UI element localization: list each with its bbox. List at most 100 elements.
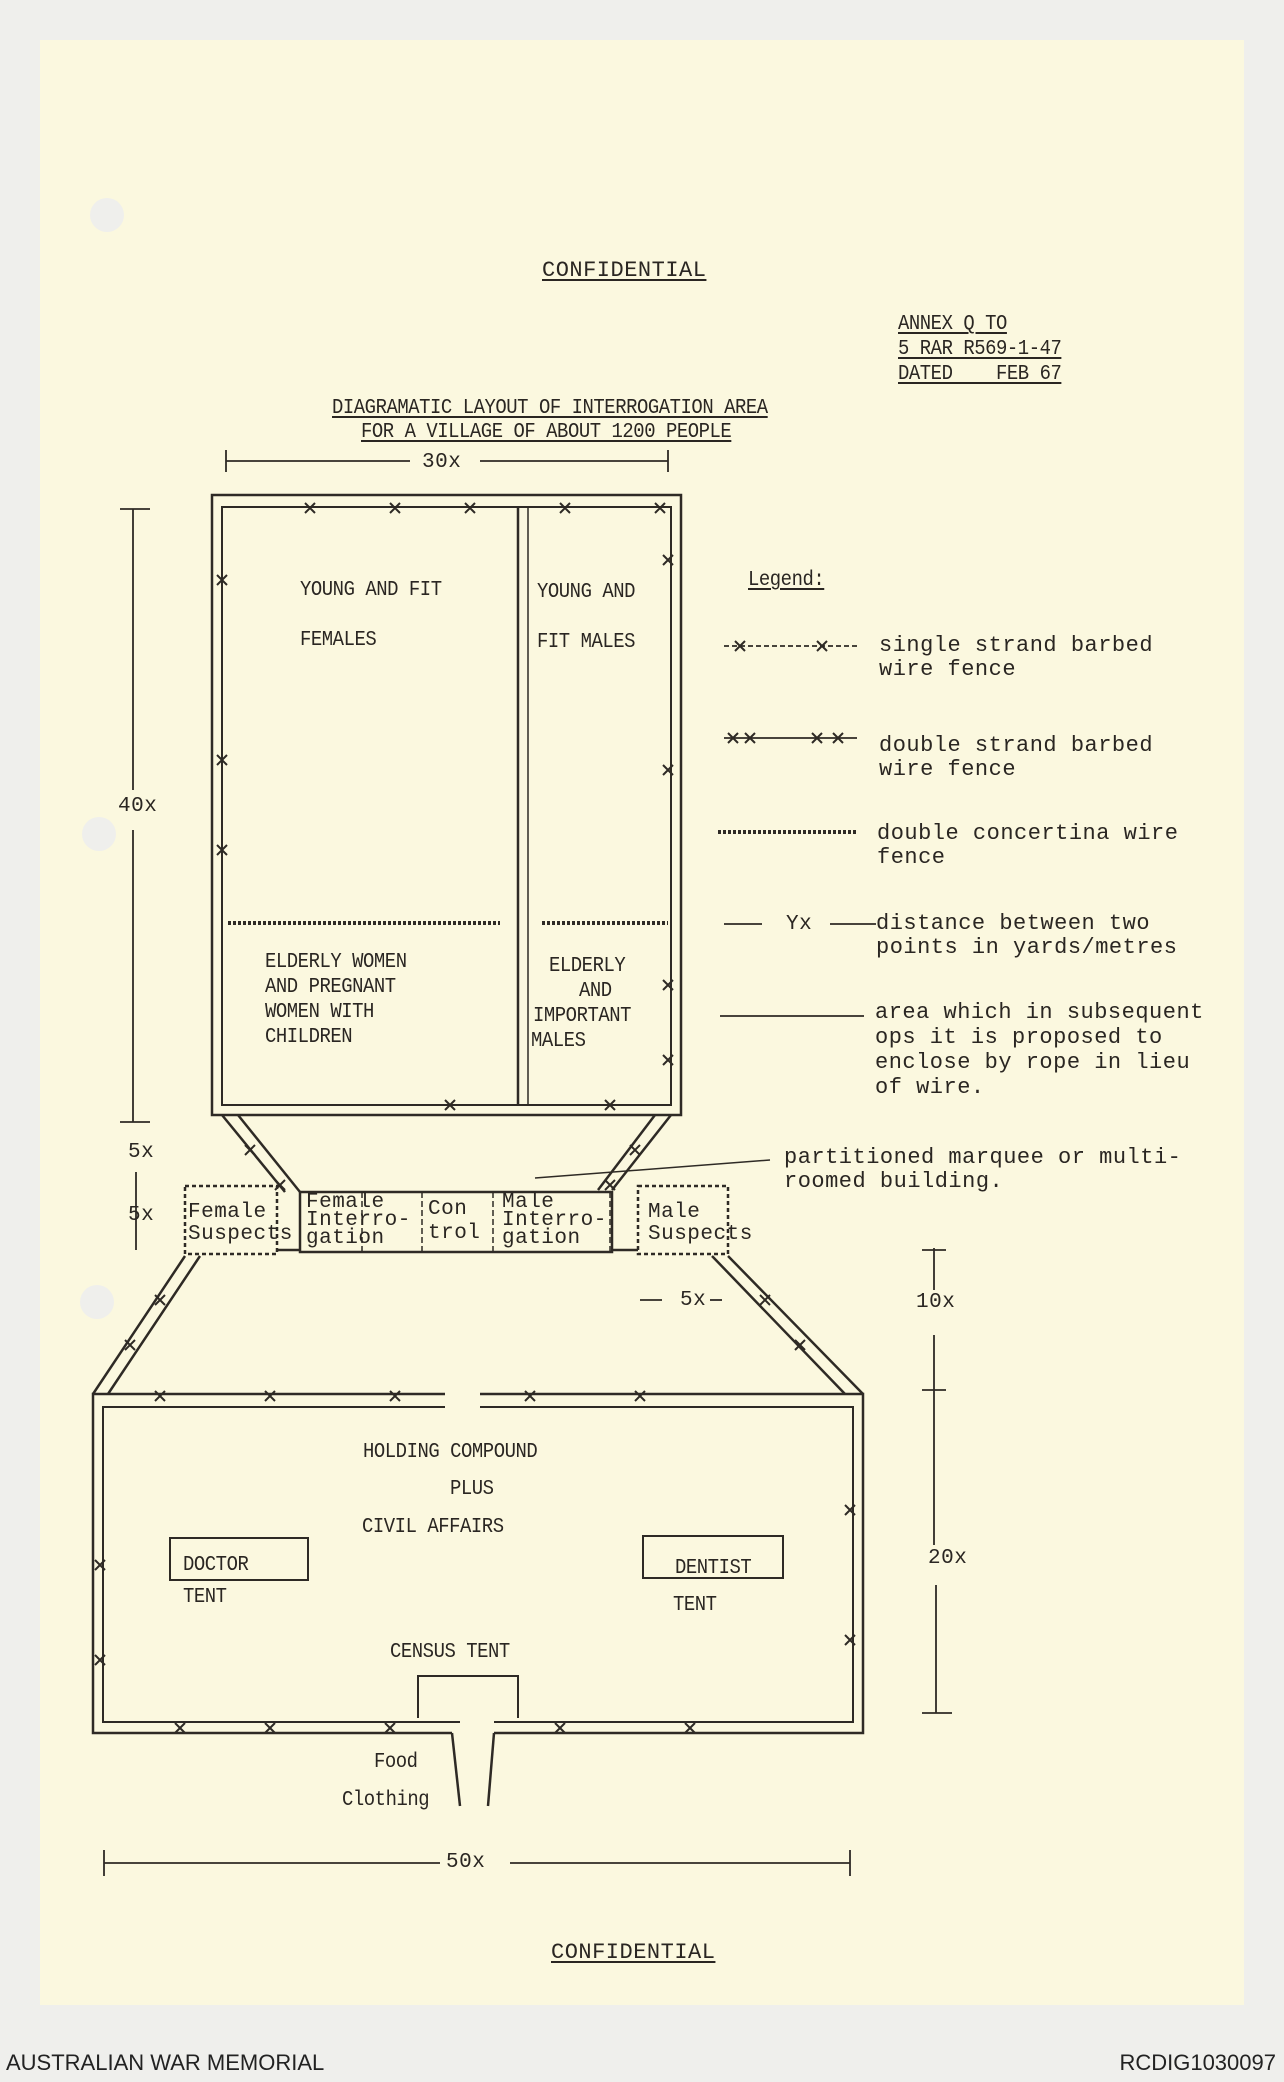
dentist-tent-label-2: TENT [673,1594,717,1617]
barb-mark [264,1722,276,1734]
title-line-1: DIAGRAMATIC LAYOUT OF INTERROGATION AREA [332,397,768,420]
census-tent-label: CENSUS TENT [390,1641,510,1664]
barb-mark [216,754,228,766]
holding-compound-3: CIVIL AFFAIRS [362,1516,504,1539]
barb-mark [744,732,756,744]
area-elderly-males-2: AND [579,980,612,1003]
barb-mark [389,502,401,514]
barb-mark [216,574,228,586]
barb-mark [154,1390,166,1402]
exit-clothing: Clothing [342,1789,430,1812]
barb-mark [816,640,828,652]
room-male-suspects: Male Suspects [648,1201,753,1246]
area-young-males-1: YOUNG AND [537,581,636,604]
barb-mark [124,1339,136,1351]
barb-mark [554,1722,566,1734]
barb-mark [444,1099,456,1111]
area-elderly-women-1: ELDERLY WOMEN [265,951,407,974]
barb-mark [844,1634,856,1646]
area-young-males-2: FIT MALES [537,631,636,654]
dentist-tent [642,1535,784,1579]
holding-compound-2: PLUS [450,1478,494,1501]
barb-mark [524,1390,536,1402]
punch-hole [82,817,116,851]
dim-gap-lower: 10x [916,1291,956,1314]
barb-mark [604,1099,616,1111]
area-elderly-women-4: CHILDREN [265,1026,353,1049]
barb-mark [844,1504,856,1516]
dim-gap-1: 5x [128,1141,155,1164]
room-control: Con trol [428,1198,481,1245]
legend-samples [718,645,876,1017]
legend-title: Legend: [748,569,825,592]
legend-item-rope: area which in subsequent ops it is propo… [875,1000,1204,1100]
dim-gap-2: 5x [128,1204,155,1227]
classification-top: CONFIDENTIAL [542,258,707,283]
barb-mark [662,1054,674,1066]
room-male-interrogation: Male Interro- gation [502,1191,607,1250]
room-female-suspects: Female Suspects [188,1201,293,1246]
barb-mark [384,1722,396,1734]
archive-id: RCDIG1030097 [1119,2050,1276,2075]
male-suspects-room [636,1184,730,1256]
barb-mark [684,1722,696,1734]
barb-mark [94,1559,106,1571]
barb-mark [244,1144,256,1156]
marquee-building [298,1190,614,1254]
barb-mark [759,1294,771,1306]
barb-mark [654,502,666,514]
area-elderly-males-3: IMPORTANT [533,1005,632,1028]
punch-hole [90,198,124,232]
legend-item-double-barbed: double strand barbed wire fence [879,733,1154,782]
dim-width-bottom: 50x [446,1851,486,1874]
legend-item-distance: distance between two points in yards/met… [876,911,1178,960]
barb-mark [629,1144,641,1156]
upper-enclosure-inner [221,506,672,1106]
punch-hole [80,1285,114,1319]
exit-food: Food [374,1751,418,1774]
annex-line-3: DATED FEB 67 [898,363,1062,386]
archive-credit: AUSTRALIAN WAR MEMORIAL [6,2050,325,2075]
area-elderly-women-2: AND PREGNANT [265,976,396,999]
marquee-note: partitioned marquee or multi- roomed bui… [784,1145,1182,1194]
barb-mark [811,732,823,744]
barb-mark [304,502,316,514]
barb-mark [662,979,674,991]
dimension-lines [103,450,952,1876]
marquee-leader-line [534,1159,771,1179]
barb-mark [832,732,844,744]
area-young-females-2: FEMALES [300,629,377,652]
barb-mark [274,1179,286,1191]
census-tent [417,1675,519,1718]
holding-compound-1: HOLDING COMPOUND [363,1441,538,1464]
barb-mark [464,502,476,514]
barb-mark [604,1179,616,1191]
female-suspects-room [183,1184,279,1256]
barb-mark [559,502,571,514]
dim-side: 5x [680,1289,707,1312]
annex-line-1: ANNEX Q TO [898,313,1007,336]
barbed-wire-marks [94,502,856,1734]
barb-mark [662,554,674,566]
barb-mark [662,764,674,776]
barb-mark [389,1390,401,1402]
area-young-females-1: YOUNG AND FIT [300,579,442,602]
legend-item-single-barbed: single strand barbed wire fence [879,633,1154,682]
barb-mark [727,732,739,744]
barb-mark [216,844,228,856]
legend-distance-label: Yx [786,913,813,936]
doctor-tent-label-1: DOCTOR [183,1554,249,1577]
barb-mark [174,1722,186,1734]
title-line-2: FOR A VILLAGE OF ABOUT 1200 PEOPLE [361,421,732,444]
dim-width-top: 30x [422,451,462,474]
area-elderly-males-4: MALES [531,1030,586,1053]
dentist-tent-label-1: DENTIST [675,1557,752,1580]
upper-enclosure [210,493,683,1117]
classification-bottom: CONFIDENTIAL [551,1940,716,1965]
area-elderly-males-1: ELDERLY [549,955,626,978]
room-female-interrogation: Female Interro- gation [306,1191,411,1250]
barb-mark [264,1390,276,1402]
area-elderly-women-3: WOMEN WITH [265,1001,374,1024]
legend-item-concertina: double concertina wire fence [877,821,1179,870]
